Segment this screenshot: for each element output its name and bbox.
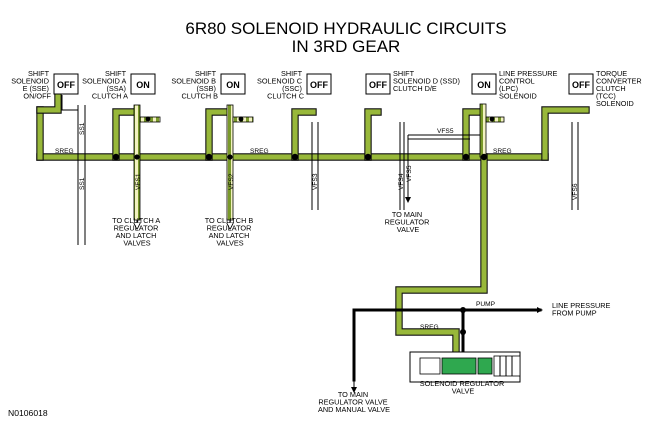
solenoid-regulator-label-line-2: VALVE [452, 387, 475, 396]
ssc-label-line-4: CLUTCH C [267, 92, 304, 101]
label-sreg-bottom: SREG [420, 324, 439, 331]
dest-clutch-b-line-2: REGULATOR [207, 224, 252, 233]
solenoid-ssc-state: OFF [310, 80, 328, 90]
solenoid-ssa-state: ON [136, 80, 150, 90]
solenoid-ssa: ON [130, 73, 156, 95]
ssa-label-line-4: CLUTCH A [92, 92, 128, 101]
dest-line-pressure-line-1: LINE PRESSURE [552, 301, 611, 310]
dest-clutch-a-line-3: AND LATCH [116, 231, 157, 240]
sse-label-line-4: ON/OFF [23, 92, 51, 101]
svg-text:TO MAIN REGULATOR: TO MAIN REGULATOR VALVE [385, 210, 432, 234]
solenoid-regulator-label-line-1: SOLENOID REGULATOR [420, 379, 504, 388]
lpc-label-line-3: (LPC) [499, 84, 518, 93]
label-ss1-top: SS1 [79, 122, 86, 135]
ssb-label-line-2: SOLENOID B [171, 77, 216, 86]
svg-text:SHIFT SOLENOID E (: SHIFT SOLENOID E (SSE) ON/OFF [11, 69, 51, 101]
svg-text:SOLENOID REGULATOR VALVE: SOLENOID REGULATOR VALVE [420, 379, 507, 396]
solenoid-regulator-valve [409, 351, 521, 383]
ssa-label-line-3: (SSA) [107, 84, 126, 93]
tcc-label-line-3: CLUTCH [596, 84, 626, 93]
dest-clutch-b-line-3: AND LATCH [209, 231, 250, 240]
label-sreg-right: SREG [493, 148, 512, 155]
ssa-label-line-2: SOLENOID A [82, 77, 126, 86]
circuit-labels: SREG SREG SREG SREG VFS5 PUMP SS1 SS1 VF… [55, 122, 579, 331]
solenoid-lpc: ON [471, 73, 497, 95]
sse-label-line-2: SOLENOID [11, 77, 49, 86]
svg-text:SHIFT SOLENOID A (: SHIFT SOLENOID A (SSA) CLUTCH A [82, 69, 128, 101]
sreg-supply-circuit [36, 91, 590, 364]
dest-main-reg-line-3: VALVE [397, 225, 420, 234]
label-vfs3: VFS3 [312, 173, 319, 190]
ssb-label-line-1: SHIFT [195, 69, 217, 78]
tcc-label-line-5: SOLENOID [596, 99, 634, 108]
diagram-title-line-2: IN 3RD GEAR [292, 37, 401, 56]
tcc-label-line-1: TORQUE [596, 69, 627, 78]
svg-text:TO MAIN REGULATOR VALVE: TO MAIN REGULATOR VALVE AND MANUAL VALVE [318, 390, 390, 414]
lpc-label-line-4: SOLENOID [499, 92, 537, 101]
ssc-label-line-2: SOLENOID C [257, 77, 302, 86]
svg-text:LINE PRESSURE CONTROL: LINE PRESSURE CONTROL (LPC) SOLENOID [499, 69, 559, 101]
dest-line-pressure-line-2: FROM PUMP [552, 309, 597, 318]
solenoid-labels: SHIFT SOLENOID E (SSE) ON/OFF SHIFT SOLE… [11, 69, 644, 108]
diagram-title-line-1: 6R80 SOLENOID HYDRAULIC CIRCUITS [185, 19, 506, 38]
lpc-label-line-2: CONTROL [499, 77, 535, 86]
label-sreg-left: SREG [55, 148, 74, 155]
ssd-label-line-2: SOLENOID D (SSD) [393, 77, 460, 86]
dest-main-reg-line-1: TO MAIN [392, 210, 422, 219]
dest-clutch-b-line-4: VALVES [216, 239, 243, 248]
dest-main-reg-line-2: REGULATOR [385, 218, 430, 227]
dest-main-manual-line-2: REGULATOR VALVE [318, 398, 387, 407]
dest-clutch-b-line-1: TO CLUTCH B [205, 216, 254, 225]
ssb-label-line-4: CLUTCH B [182, 92, 219, 101]
tcc-label-line-4: (TCC) [596, 92, 616, 101]
solenoid-ssc: OFF [306, 73, 332, 95]
solenoid-sse: OFF [53, 73, 79, 95]
svg-text:TORQUE CONVERTER C: TORQUE CONVERTER CLUTCH (TCC) SOLENOID [596, 69, 644, 108]
tcc-label-line-2: CONVERTER [596, 77, 642, 86]
solenoid-ssd: OFF [365, 73, 391, 95]
ssd-label-line-3: CLUTCH D/E [393, 84, 437, 93]
label-vfs1: VFS1 [135, 173, 142, 190]
svg-text:TO CLUTCH B REGULATOR: TO CLUTCH B REGULATOR AND LATCH VALVES [205, 216, 256, 248]
solenoid-ssb: ON [220, 73, 246, 95]
label-pump: PUMP [476, 301, 496, 308]
ssc-label-line-3: (SSC) [282, 84, 302, 93]
label-vfs5-vert: VFS5 [406, 165, 413, 182]
sse-label-line-3: E (SSE) [23, 84, 49, 93]
junction-dots [112, 116, 495, 335]
label-ss1-bottom: SS1 [79, 177, 86, 190]
sse-label-line-1: SHIFT [28, 69, 50, 78]
label-vfs4: VFS4 [398, 173, 405, 190]
signal-lines [61, 95, 579, 245]
figure-id: N0106018 [8, 408, 48, 418]
solenoid-tcc: OFF [568, 73, 594, 95]
svg-text:SHIFT SOLENOID D (SSD): SHIFT SOLENOID D (SSD) CLUTCH D/E [393, 69, 462, 93]
dest-clutch-a-line-1: TO CLUTCH A [112, 216, 160, 225]
svg-text:SHIFT SOLENOID C (: SHIFT SOLENOID C (SSC) CLUTCH C [257, 69, 304, 101]
solenoid-sse-state: OFF [57, 80, 75, 90]
label-sreg-mid: SREG [250, 148, 269, 155]
solenoid-lpc-state: ON [477, 80, 491, 90]
solenoid-tcc-state: OFF [572, 80, 590, 90]
clutch-output-circuits [133, 103, 505, 221]
solenoid-ssd-state: OFF [369, 80, 387, 90]
label-vfs6: VFS6 [572, 183, 579, 200]
solenoid-ssb-state: ON [226, 80, 240, 90]
ssc-label-line-1: SHIFT [281, 69, 303, 78]
dest-clutch-a-line-2: REGULATOR [114, 224, 159, 233]
ssb-label-line-3: (SSB) [197, 84, 216, 93]
svg-text:TO CLUTCH A REGULATOR: TO CLUTCH A REGULATOR AND LATCH VALVES [112, 216, 162, 248]
dest-main-manual-line-3: AND MANUAL VALVE [318, 405, 390, 414]
dest-clutch-a-line-4: VALVES [123, 239, 150, 248]
destination-labels: TO CLUTCH A REGULATOR AND LATCH VALVES T… [112, 210, 612, 414]
lpc-label-line-1: LINE PRESSURE [499, 69, 558, 78]
dest-main-manual-line-1: TO MAIN [338, 390, 368, 399]
label-vfs5-horiz: VFS5 [437, 128, 454, 135]
label-vfs2: VFS2 [228, 173, 235, 190]
ssd-label-line-1: SHIFT [393, 69, 415, 78]
svg-text:SHIFT SOLENOID B (: SHIFT SOLENOID B (SSB) CLUTCH B [171, 69, 218, 101]
ssa-label-line-1: SHIFT [105, 69, 127, 78]
svg-text:LINE PRESSURE FROM PUMP: LINE PRESSURE FROM PUMP [552, 301, 612, 318]
